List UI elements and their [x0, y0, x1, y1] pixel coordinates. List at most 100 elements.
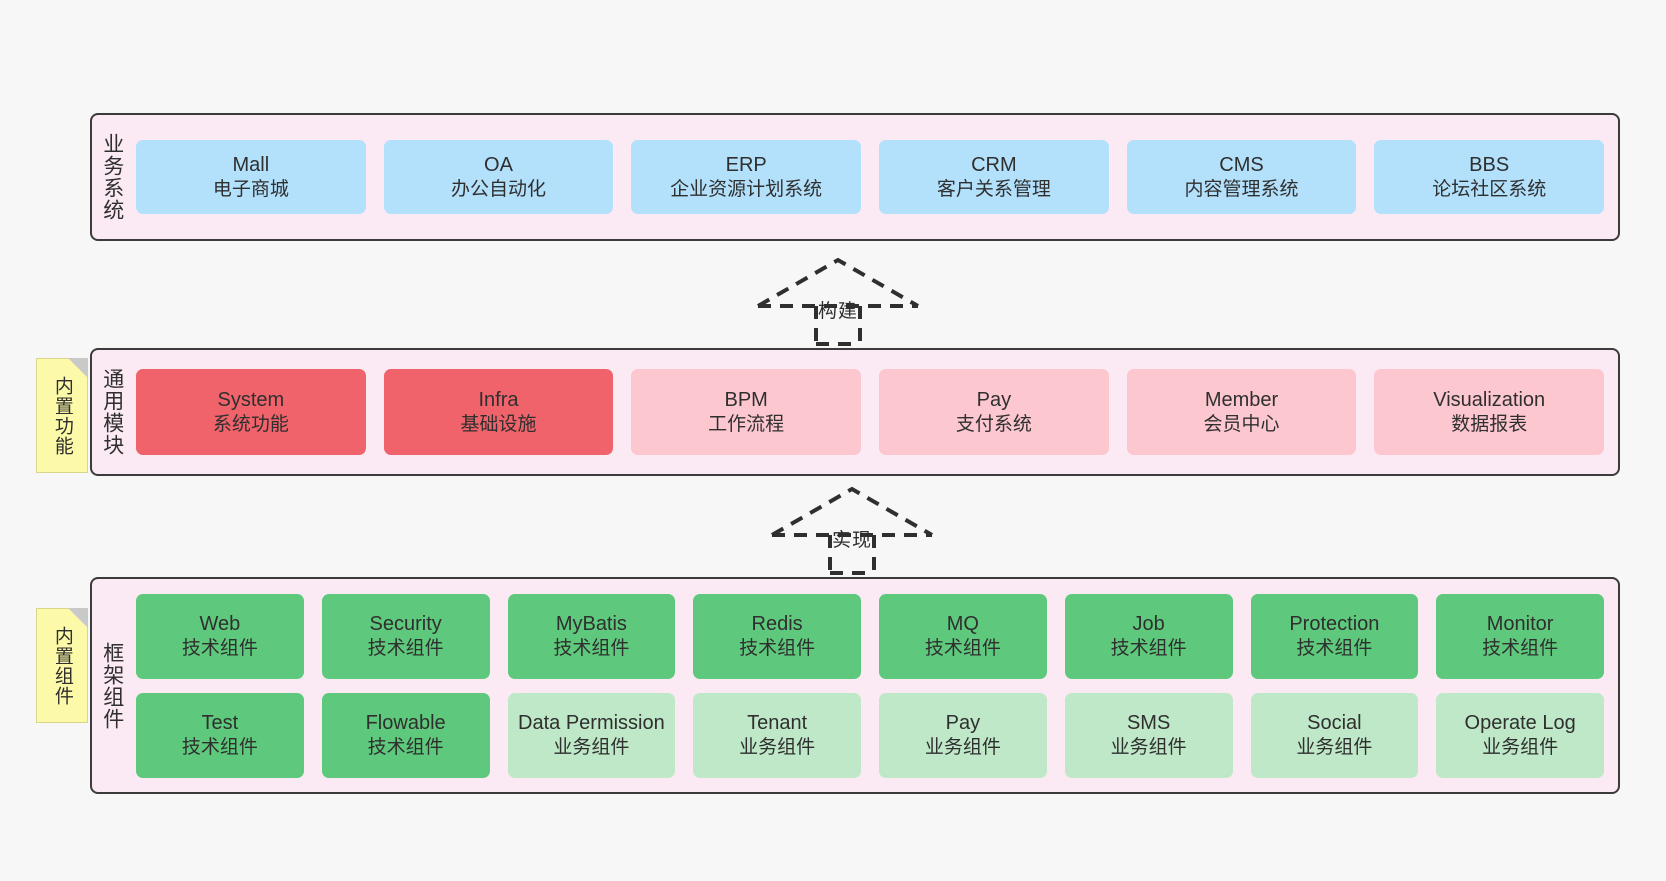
arrowhead-triangle-build — [757, 257, 919, 308]
card-title: Test — [201, 712, 239, 735]
card-title: ERP — [725, 154, 767, 177]
note-builtin-functions: 内置功能 — [36, 358, 88, 473]
card-title: OA — [484, 154, 513, 177]
component-card-flowable[interactable]: Flowable 技术组件 — [321, 692, 490, 778]
component-card-mq[interactable]: MQ 技术组件 — [879, 593, 1047, 679]
module-card-member[interactable]: Member 会员中心 — [1126, 369, 1357, 455]
connector-build-label: 构建 — [817, 301, 858, 322]
card-title: MQ — [946, 613, 979, 636]
component-card-job[interactable]: Job 技术组件 — [1064, 593, 1233, 679]
module-card-system[interactable]: System 系统功能 — [136, 369, 366, 455]
card-subtitle: 电子商城 — [212, 178, 289, 200]
layer-body-framework: Web 技术组件 Security 技术组件 MyBatis 技术组件 Redi… — [132, 579, 1618, 792]
card-subtitle: 技术组件 — [181, 736, 258, 758]
component-card-operate-log[interactable]: Operate Log 业务组件 — [1436, 692, 1604, 778]
card-subtitle: 业务组件 — [924, 736, 1001, 758]
component-card-security[interactable]: Security 技术组件 — [321, 593, 490, 679]
layer-title-modules: 通用模块 — [100, 368, 124, 456]
component-card-pay[interactable]: Pay 业务组件 — [879, 692, 1047, 778]
component-card-monitor[interactable]: Monitor 技术组件 — [1436, 593, 1604, 679]
business-card-mall[interactable]: Mall 电子商城 — [136, 140, 366, 214]
card-subtitle: 数据报表 — [1451, 413, 1528, 435]
business-systems-row: Mall 电子商城 OA 办公自动化 ERP 企业资源计划系统 CRM 客户关系… — [136, 140, 1605, 214]
card-subtitle: 技术组件 — [739, 637, 816, 659]
card-subtitle: 技术组件 — [1482, 637, 1559, 659]
card-title: System — [217, 389, 285, 412]
layer-framework-components: 框架组件 Web 技术组件 Security 技术组件 MyBatis 技术组件… — [90, 577, 1620, 794]
card-subtitle: 基础设施 — [460, 413, 537, 435]
card-title: Job — [1132, 613, 1165, 636]
card-title: Visualization — [1433, 389, 1546, 412]
component-card-test[interactable]: Test 技术组件 — [136, 692, 304, 778]
card-title: CMS — [1219, 154, 1264, 177]
card-subtitle: 客户关系管理 — [936, 178, 1051, 200]
card-subtitle: 技术组件 — [367, 736, 444, 758]
module-card-infra[interactable]: Infra 基础设施 — [383, 369, 614, 455]
connector-implement: 实现 — [771, 486, 933, 575]
business-card-bbs[interactable]: BBS 论坛社区系统 — [1374, 140, 1605, 214]
card-subtitle: 办公自动化 — [451, 178, 547, 200]
component-card-mybatis[interactable]: MyBatis 技术组件 — [507, 593, 676, 679]
component-card-web[interactable]: Web 技术组件 — [136, 593, 304, 679]
card-title: Security — [369, 613, 442, 636]
note-builtin-components: 内置组件 — [36, 608, 88, 723]
component-card-tenant[interactable]: Tenant 业务组件 — [693, 692, 861, 778]
business-card-erp[interactable]: ERP 企业资源计划系统 — [631, 140, 862, 214]
card-subtitle: 内容管理系统 — [1184, 178, 1299, 200]
card-subtitle: 业务组件 — [1482, 736, 1559, 758]
component-card-data-permission[interactable]: Data Permission 业务组件 — [507, 692, 676, 778]
card-title: Redis — [751, 613, 803, 636]
card-subtitle: 业务组件 — [1296, 736, 1373, 758]
layer-business-systems: 业务系统 Mall 电子商城 OA 办公自动化 ERP 企业资源计划系统 CRM… — [90, 113, 1620, 241]
module-card-visualization[interactable]: Visualization 数据报表 — [1374, 369, 1605, 455]
card-subtitle: 技术组件 — [181, 637, 258, 659]
common-modules-row: System 系统功能 Infra 基础设施 BPM 工作流程 Pay 支付系统… — [136, 369, 1605, 455]
component-card-sms[interactable]: SMS 业务组件 — [1064, 692, 1233, 778]
card-title: Infra — [478, 389, 519, 412]
card-subtitle: 会员中心 — [1203, 413, 1280, 435]
card-subtitle: 业务组件 — [553, 736, 630, 758]
business-card-oa[interactable]: OA 办公自动化 — [383, 140, 614, 214]
card-title: BBS — [1469, 154, 1510, 177]
business-card-cms[interactable]: CMS 内容管理系统 — [1126, 140, 1357, 214]
card-title: Pay — [976, 389, 1012, 412]
layer-common-modules: 通用模块 System 系统功能 Infra 基础设施 BPM 工作流程 Pay… — [90, 348, 1620, 476]
layer-title-business: 业务系统 — [100, 133, 124, 221]
note-label: 内置功能 — [51, 375, 73, 456]
card-title: Pay — [945, 712, 981, 735]
card-subtitle: 技术组件 — [1110, 637, 1187, 659]
card-title: Flowable — [365, 712, 446, 735]
card-title: Member — [1204, 389, 1279, 412]
card-subtitle: 工作流程 — [708, 413, 785, 435]
component-card-redis[interactable]: Redis 技术组件 — [693, 593, 861, 679]
arrowhead-triangle-implement — [771, 486, 933, 537]
card-subtitle: 技术组件 — [924, 637, 1001, 659]
component-card-protection[interactable]: Protection 技术组件 — [1250, 593, 1419, 679]
card-title: BPM — [724, 389, 768, 412]
card-title: Monitor — [1486, 613, 1554, 636]
module-card-pay[interactable]: Pay 支付系统 — [879, 369, 1109, 455]
card-title: SMS — [1126, 712, 1171, 735]
card-subtitle: 系统功能 — [212, 413, 289, 435]
card-subtitle: 支付系统 — [955, 413, 1032, 435]
card-subtitle: 论坛社区系统 — [1432, 178, 1547, 200]
card-subtitle: 技术组件 — [367, 637, 444, 659]
connector-implement-label: 实现 — [831, 530, 872, 551]
framework-business-row: Test 技术组件 Flowable 技术组件 Data Permission … — [136, 692, 1604, 778]
note-label: 内置组件 — [51, 625, 73, 706]
card-title: Operate Log — [1464, 712, 1576, 735]
layer-body-business: Mall 电子商城 OA 办公自动化 ERP 企业资源计划系统 CRM 客户关系… — [132, 115, 1618, 239]
card-subtitle: 业务组件 — [739, 736, 816, 758]
card-title: Mall — [232, 154, 270, 177]
connector-build: 构建 — [757, 257, 919, 346]
card-subtitle: 技术组件 — [553, 637, 630, 659]
card-title: Tenant — [747, 712, 808, 735]
card-title: Social — [1307, 712, 1362, 735]
card-title: Data Permission — [518, 712, 665, 735]
business-card-crm[interactable]: CRM 客户关系管理 — [879, 140, 1109, 214]
card-subtitle: 技术组件 — [1296, 637, 1373, 659]
module-card-bpm[interactable]: BPM 工作流程 — [631, 369, 862, 455]
layer-body-modules: System 系统功能 Infra 基础设施 BPM 工作流程 Pay 支付系统… — [132, 350, 1618, 474]
component-card-social[interactable]: Social 业务组件 — [1250, 692, 1419, 778]
